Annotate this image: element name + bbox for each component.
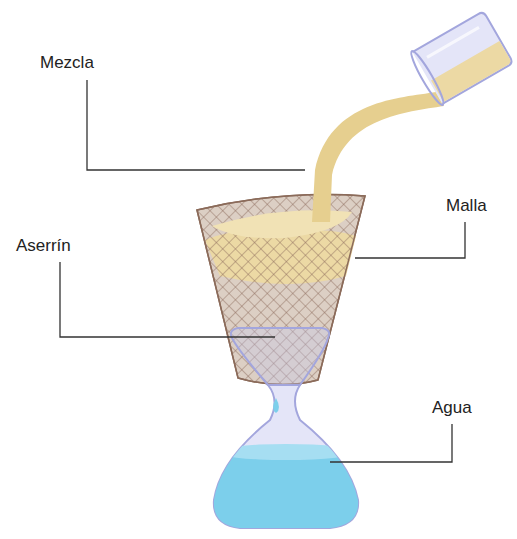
part-label: Mezcla [40, 53, 94, 73]
leader-lines [60, 80, 465, 462]
flask [200, 328, 380, 539]
leader-line [355, 222, 465, 258]
mixture-surface [212, 210, 352, 238]
leader-line [330, 424, 452, 462]
beaker [408, 10, 514, 107]
leader-line [87, 80, 305, 170]
mesh-filter [197, 195, 365, 385]
part-label: Agua [432, 398, 472, 418]
water-drop [273, 398, 279, 413]
part-label: Malla [446, 196, 487, 216]
part-label: Aserrín [16, 236, 71, 256]
pouring-stream [312, 92, 444, 222]
leader-line [60, 262, 275, 337]
